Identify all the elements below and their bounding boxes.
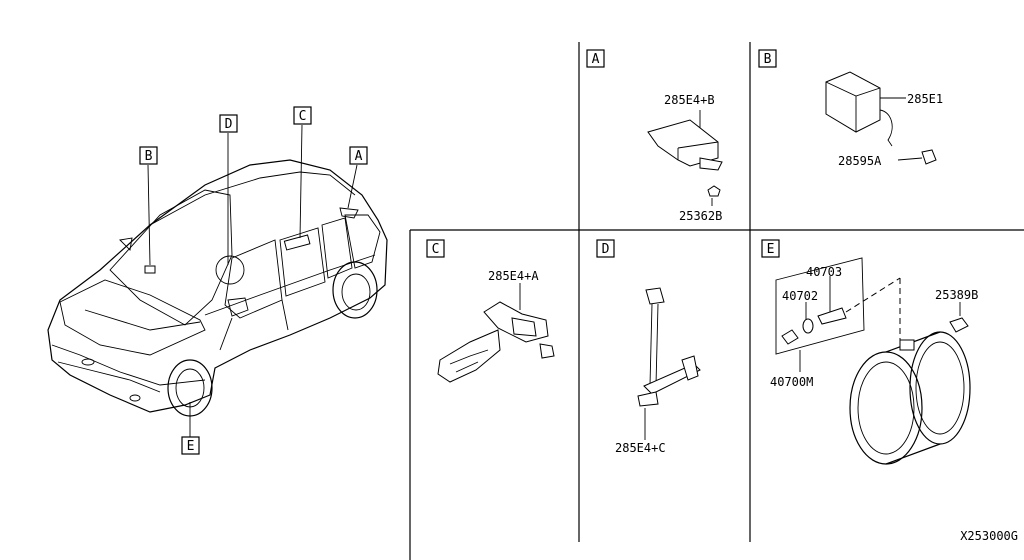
panel-A: A 285E4+B 25362B [586,49,723,223]
part-number-25389B: 25389B [935,288,978,302]
panel-letter: C [432,242,440,257]
panel-D: D 285E4+C [596,239,701,455]
panel-B: B 285E1 28595A [758,49,943,168]
diagram-code: X253000G [960,529,1018,543]
panel-letter: B [764,52,772,67]
part-number-40703: 40703 [806,265,842,279]
car-callout-C: C [293,106,312,125]
part-25389B-drawing [949,317,969,333]
part-285E4-B-drawing [647,119,723,197]
car-leader-lines [147,124,358,438]
car-illustration [47,159,388,417]
callout-letter: B [145,149,153,164]
panel-letter: A [592,52,600,67]
part-number-285E4-C: 285E4+C [615,441,666,455]
callout-letter: E [187,439,195,454]
panel-grid [409,42,1024,560]
panel-letter: D [602,242,610,257]
part-40702-40703-drawing [781,307,847,345]
part-number-285E1: 285E1 [907,92,943,106]
panel-C: C 285E4+A [426,239,555,383]
callout-letter: A [355,149,363,164]
car-callout-E: E [181,436,200,455]
part-number-28595A: 28595A [838,154,882,168]
car-callout-B: B [139,146,158,165]
panel-E: E 40703 40702 25389B 40700M [761,239,978,465]
panel-letter: E [767,242,775,257]
part-number-285E4-A: 285E4+A [488,269,539,283]
part-285E4-C-drawing [637,287,701,407]
part-285E4-A-drawing [437,301,555,383]
callout-letter: D [225,117,233,132]
callout-letter: C [299,109,307,124]
part-number-25362B: 25362B [679,209,722,223]
part-285E1-drawing [825,71,937,165]
car-callout-A: A [349,146,368,165]
wheel-drawing [849,331,971,465]
part-number-40702: 40702 [782,289,818,303]
part-number-285E4-B: 285E4+B [664,93,715,107]
part-number-40700M: 40700M [770,375,813,389]
car-callout-D: D [219,114,238,133]
